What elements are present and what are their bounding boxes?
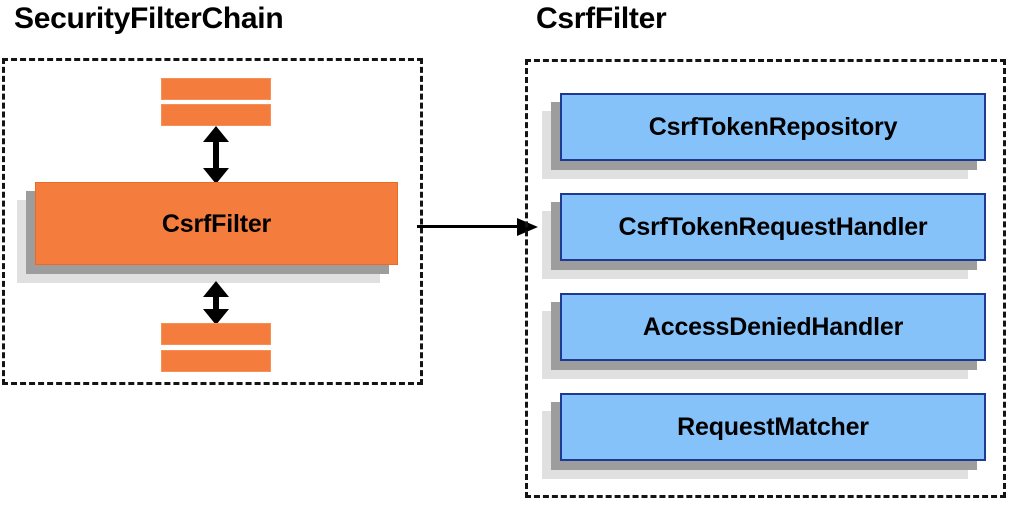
arrowhead-up bbox=[203, 281, 229, 297]
component-label: RequestMatcher bbox=[677, 413, 869, 441]
component-csrf-filter[interactable]: CsrfFilter bbox=[17, 182, 398, 283]
component-csrf-token-request-handler[interactable]: CsrfTokenRequestHandler bbox=[542, 193, 986, 279]
component-access-denied-handler[interactable]: AccessDeniedHandler bbox=[542, 293, 986, 379]
arrow-chain-below-icon bbox=[201, 281, 231, 325]
filter-bar-below-1 bbox=[161, 323, 271, 345]
arrow-shaft bbox=[213, 292, 219, 314]
expands-into-arrow-icon bbox=[417, 218, 538, 236]
arrowhead-up bbox=[203, 126, 229, 142]
panel-title-csrf-filter: CsrfFilter bbox=[536, 2, 667, 35]
csrf-filter-container bbox=[525, 59, 1006, 498]
filter-bar-below-2 bbox=[161, 350, 271, 372]
panel-title-security-filter-chain: SecurityFilterChain bbox=[14, 2, 284, 35]
filter-bar-above-2 bbox=[161, 104, 271, 126]
arrow-shaft bbox=[417, 225, 519, 228]
arrowhead-down bbox=[203, 168, 229, 184]
component-face: CsrfFilter bbox=[35, 182, 398, 265]
arrow-chain-above-icon bbox=[201, 126, 231, 184]
component-face: CsrfTokenRepository bbox=[560, 93, 986, 161]
arrowhead-down bbox=[203, 309, 229, 325]
component-csrf-token-repository[interactable]: CsrfTokenRepository bbox=[542, 93, 986, 179]
component-face: AccessDeniedHandler bbox=[560, 293, 986, 361]
component-face: RequestMatcher bbox=[560, 393, 986, 461]
component-face: CsrfTokenRequestHandler bbox=[560, 193, 986, 261]
component-label: CsrfTokenRequestHandler bbox=[618, 213, 928, 241]
component-request-matcher[interactable]: RequestMatcher bbox=[542, 393, 986, 479]
arrow-shaft bbox=[213, 137, 219, 173]
component-label: AccessDeniedHandler bbox=[642, 313, 904, 341]
security-filter-chain-container bbox=[2, 58, 423, 385]
component-label: CsrfFilter bbox=[161, 209, 272, 238]
filter-bar-above-1 bbox=[161, 78, 271, 100]
component-label: CsrfTokenRepository bbox=[648, 113, 898, 141]
